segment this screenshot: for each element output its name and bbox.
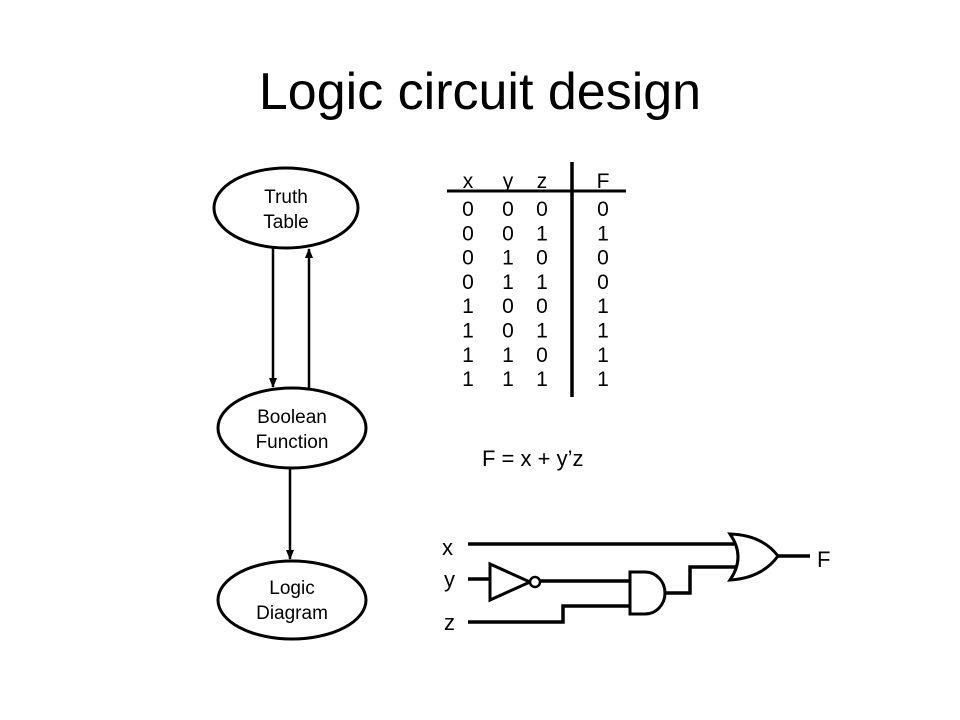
boolean-function-node: Boolean Function bbox=[216, 386, 368, 470]
truth-table-cell: 1 bbox=[597, 368, 609, 391]
or-gate bbox=[726, 532, 780, 582]
truth-table-cell: 1 bbox=[536, 271, 548, 294]
truth-table-cell: 1 bbox=[597, 222, 609, 245]
truth-table-cell: 1 bbox=[502, 368, 514, 391]
truth-table-cell: 1 bbox=[462, 344, 474, 367]
truth-table-cell: 0 bbox=[536, 198, 548, 221]
truth-table-cell: 0 bbox=[536, 295, 548, 318]
truth-table-cell: 0 bbox=[536, 344, 548, 367]
wire-and-out bbox=[664, 565, 740, 595]
truth-table-header-f: F bbox=[597, 170, 610, 193]
truth-table-cell: 0 bbox=[462, 222, 474, 245]
truth-table-cell: 0 bbox=[597, 271, 609, 294]
truth-table-cell: 1 bbox=[597, 344, 609, 367]
truth-table-cell: 1 bbox=[597, 320, 609, 343]
truth-table-cell: 1 bbox=[536, 320, 548, 343]
truth-table-header-z: z bbox=[537, 170, 548, 193]
truth-table-label-2: Table bbox=[263, 212, 308, 233]
truth-table-cell: 1 bbox=[502, 344, 514, 367]
truth-table-cell: 0 bbox=[462, 271, 474, 294]
input-label-z: z bbox=[444, 610, 455, 635]
truth-table-header-y: y bbox=[503, 170, 514, 193]
logic-diagram-label-1: Logic bbox=[269, 578, 314, 599]
logic-diagram-node: Logic Diagram bbox=[216, 559, 368, 641]
truth-table-cell: 1 bbox=[462, 320, 474, 343]
boolean-equation: F = x + y’z bbox=[482, 446, 583, 471]
truth-table-cell: 1 bbox=[462, 295, 474, 318]
truth-table-cell: 0 bbox=[597, 247, 609, 270]
truth-table-cell: 1 bbox=[502, 247, 514, 270]
logic-circuit: x y z F bbox=[442, 532, 830, 635]
wire-z bbox=[468, 604, 630, 624]
input-label-y: y bbox=[444, 567, 455, 592]
truth-table-cell: 0 bbox=[502, 222, 514, 245]
truth-table-cell: 0 bbox=[462, 247, 474, 270]
truth-table-cell: 1 bbox=[536, 222, 548, 245]
truth-table-cell: 0 bbox=[597, 198, 609, 221]
truth-table-cell: 0 bbox=[502, 320, 514, 343]
truth-table-node: Truth Table bbox=[212, 166, 360, 250]
truth-table-cell: 0 bbox=[502, 295, 514, 318]
input-label-x: x bbox=[442, 535, 453, 560]
truth-table-cell: 0 bbox=[502, 198, 514, 221]
logic-diagram-label-2: Diagram bbox=[256, 603, 328, 624]
truth-table-header-x: x bbox=[463, 170, 474, 193]
truth-table-cell: 1 bbox=[597, 295, 609, 318]
and-gate bbox=[628, 570, 667, 616]
page-title: Logic circuit design bbox=[258, 63, 702, 121]
truth-table-cell: 0 bbox=[536, 247, 548, 270]
boolean-function-label-2: Function bbox=[256, 432, 329, 453]
output-label-f: F bbox=[817, 547, 830, 572]
truth-table-cell: 1 bbox=[536, 368, 548, 391]
boolean-function-label-1: Boolean bbox=[257, 407, 327, 428]
not-gate bbox=[488, 561, 542, 603]
truth-table-cell: 1 bbox=[462, 368, 474, 391]
truth-table-cell: 0 bbox=[462, 198, 474, 221]
truth-table-cell: 1 bbox=[502, 271, 514, 294]
truth-table-label-1: Truth bbox=[264, 187, 308, 208]
